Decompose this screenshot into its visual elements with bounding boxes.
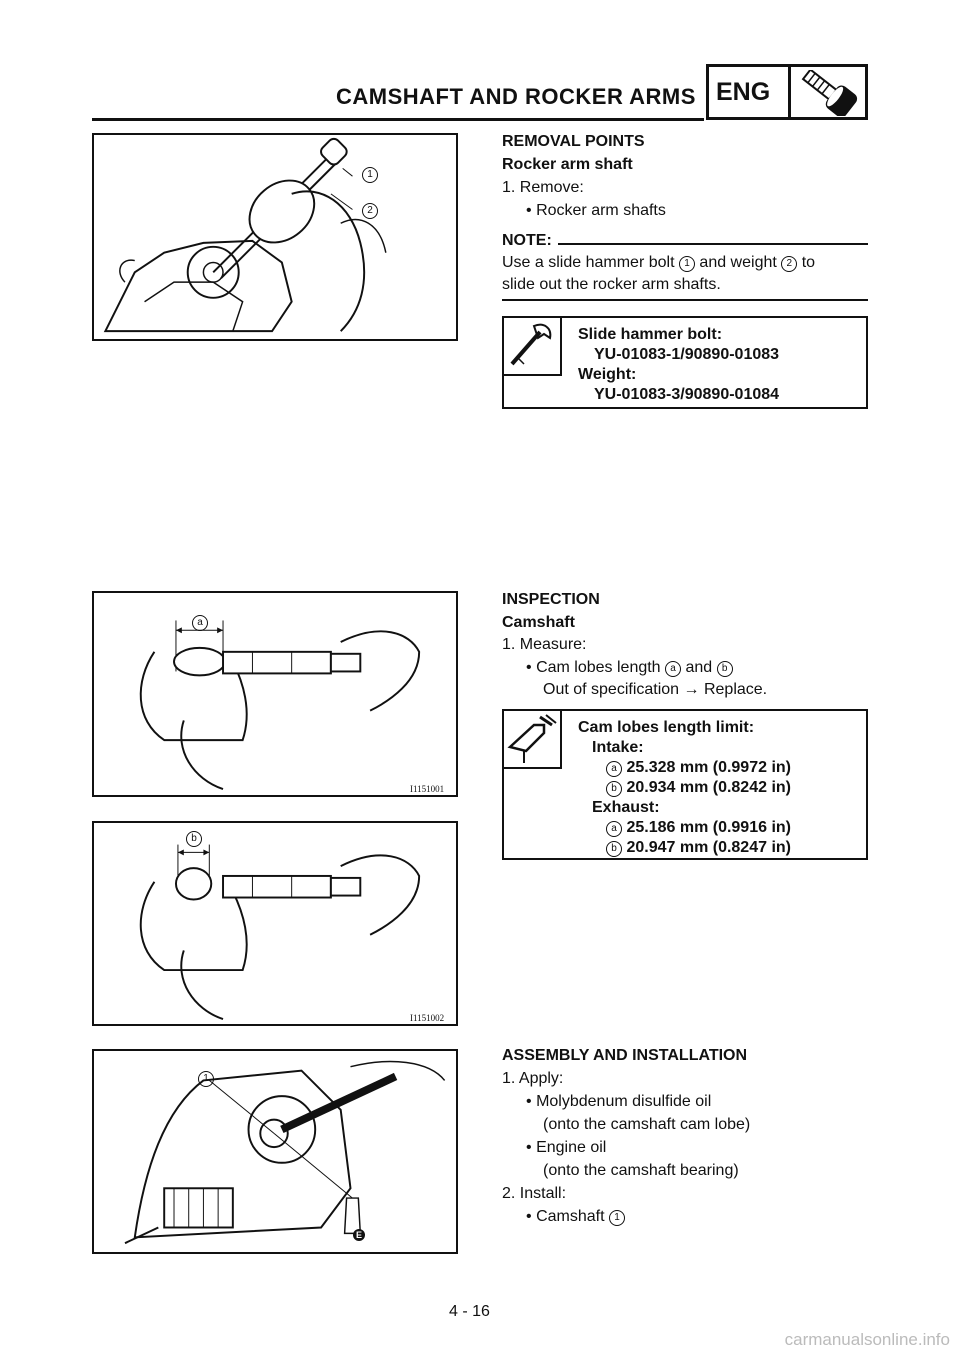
note-line-2: slide out the rocker arm shafts. bbox=[502, 276, 721, 293]
note-rule-top bbox=[558, 243, 868, 245]
special-tool-icon bbox=[504, 318, 562, 376]
removal-step-1: 1. Remove: bbox=[502, 179, 584, 196]
rocker-shaft-removal-illustration: 1 2 bbox=[92, 133, 458, 341]
camshaft-install-illustration: 1 E bbox=[92, 1049, 458, 1254]
page-section-title: CAMSHAFT AND ROCKER ARMS bbox=[336, 84, 696, 109]
removal-heading: REMOVAL POINTS bbox=[502, 133, 645, 150]
assembly-step-1: 1. Apply: bbox=[502, 1070, 564, 1087]
cam-lobe-length-b-illustration: b I1151002 bbox=[92, 821, 458, 1026]
section-badge bbox=[706, 64, 868, 120]
page-number: 4 - 16 bbox=[449, 1303, 490, 1320]
callout-1: 1 bbox=[198, 1071, 214, 1087]
engine-oil-icon: E bbox=[353, 1229, 365, 1241]
bolt-icon bbox=[801, 70, 858, 116]
inspection-step-1: 1. Measure: bbox=[502, 636, 587, 653]
spec-line: YU-01083-1/90890-01083 bbox=[594, 346, 780, 363]
callout-1: 1 bbox=[362, 167, 378, 183]
callout-b: b bbox=[186, 831, 202, 847]
spec-line: Slide hammer bolt: bbox=[578, 326, 723, 343]
exhaust-b-value: b 20.947 mm (0.8247 in) bbox=[606, 837, 791, 859]
intake-a-value: a 25.328 mm (0.9972 in) bbox=[606, 757, 791, 779]
note-line-1: Use a slide hammer bolt 1 and weight 2 t… bbox=[502, 254, 816, 272]
assembly-item-2-note: (onto the camshaft bearing) bbox=[543, 1162, 739, 1179]
inspection-result: Out of specification → Replace. bbox=[543, 681, 768, 698]
cam-lobe-length-a-illustration: a I1151001 bbox=[92, 591, 458, 797]
note-label: NOTE: bbox=[502, 232, 552, 249]
assembly-item-1: • Molybdenum disulfide oil bbox=[526, 1093, 712, 1110]
inspection-heading: INSPECTION bbox=[502, 591, 600, 608]
special-tool-box: Slide hammer bolt: YU-01083-1/90890-0108… bbox=[502, 316, 868, 409]
assembly-step-2-item: • Camshaft 1 bbox=[526, 1206, 625, 1228]
micrometer-limit-icon bbox=[504, 711, 562, 769]
assembly-step-2: 2. Install: bbox=[502, 1185, 567, 1202]
header-rule bbox=[92, 118, 704, 121]
assembly-item-1-note: (onto the camshaft cam lobe) bbox=[543, 1116, 751, 1133]
removal-step-1-item: • Rocker arm shafts bbox=[526, 202, 666, 219]
figure-id: I1151002 bbox=[410, 1013, 445, 1023]
callout-a: a bbox=[192, 615, 208, 631]
bullet: • bbox=[526, 202, 532, 219]
limit-box: Cam lobes length limit: Intake: a 25.328… bbox=[502, 709, 868, 860]
intake-label: Intake: bbox=[592, 739, 644, 756]
spec-line: YU-01083-3/90890-01084 bbox=[594, 386, 780, 403]
note-rule-bottom bbox=[502, 299, 868, 301]
assembly-item-2: • Engine oil bbox=[526, 1139, 607, 1156]
assembly-heading: ASSEMBLY AND INSTALLATION bbox=[502, 1047, 748, 1064]
removal-subheading: Rocker arm shaft bbox=[502, 156, 633, 173]
inspection-subheading: Camshaft bbox=[502, 614, 575, 631]
exhaust-label: Exhaust: bbox=[592, 799, 660, 816]
section-badge-divider bbox=[788, 64, 791, 120]
watermark: carmanualsonline.info bbox=[784, 1330, 950, 1349]
intake-b-value: b 20.934 mm (0.8242 in) bbox=[606, 777, 791, 799]
spec-line: Weight: bbox=[578, 366, 637, 383]
section-badge-label: ENG bbox=[716, 78, 771, 106]
limit-title: Cam lobes length limit: bbox=[578, 719, 755, 736]
exhaust-a-value: a 25.186 mm (0.9916 in) bbox=[606, 817, 791, 839]
callout-2: 2 bbox=[362, 203, 378, 219]
inspection-step-1-item: • Cam lobes length a and b bbox=[526, 657, 733, 679]
figure-id: I1151001 bbox=[410, 784, 445, 794]
